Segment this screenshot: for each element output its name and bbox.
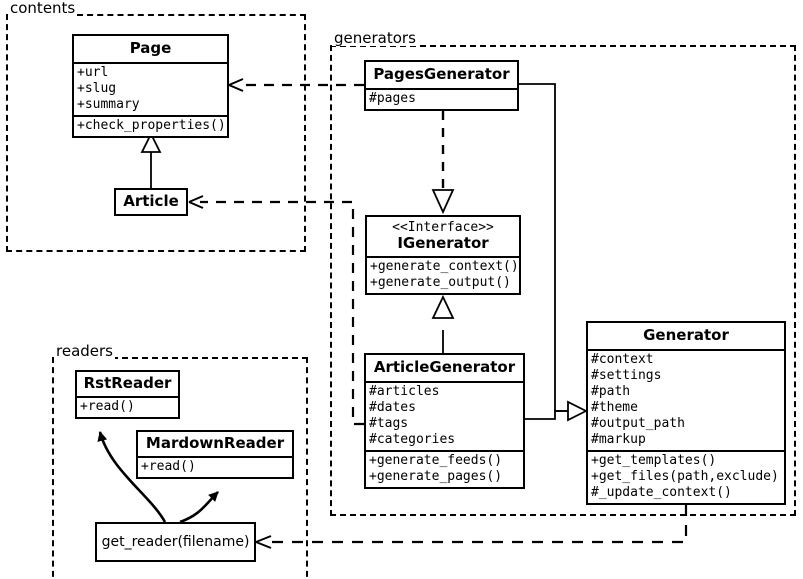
method: +generate_context() xyxy=(370,259,519,274)
attribute: +slug xyxy=(77,81,117,96)
class-attributes-article-generator: #articles #dates #tags #categories xyxy=(366,381,523,450)
class-box-markdown-reader[interactable]: MardownReader +read() xyxy=(136,430,294,479)
class-title-page: Page xyxy=(129,39,172,57)
class-methods-rst-reader: +read() xyxy=(77,396,178,417)
package-label-contents: contents xyxy=(8,0,78,17)
class-box-generator[interactable]: Generator #context #settings #path #them… xyxy=(586,321,786,505)
attribute: #markup xyxy=(591,432,646,447)
attribute: #pages xyxy=(369,91,416,106)
method: +check_properties() xyxy=(77,118,226,133)
attribute: +summary xyxy=(77,97,140,112)
class-title-pages-generator: PagesGenerator xyxy=(373,65,510,83)
method: #_update_context() xyxy=(591,485,732,500)
method: +get_templates() xyxy=(591,453,717,468)
class-box-rst-reader[interactable]: RstReader +read() xyxy=(75,370,180,419)
attribute: #dates xyxy=(369,400,416,415)
package-label-readers: readers xyxy=(54,342,115,360)
class-attributes-generator: #context #settings #path #theme #output_… xyxy=(588,349,784,450)
package-contents xyxy=(6,14,306,252)
class-title-igenerator: <<Interface>> IGenerator xyxy=(367,217,519,256)
class-title-markdown-reader: MardownReader xyxy=(145,434,285,452)
class-title-rst-reader: RstReader xyxy=(83,374,172,392)
attribute: #settings xyxy=(591,368,662,383)
attribute: #context xyxy=(591,352,654,367)
method: +read() xyxy=(80,399,135,414)
class-methods-page: +check_properties() xyxy=(74,115,227,136)
class-attributes-page: +url +slug +summary xyxy=(74,62,227,115)
class-box-article[interactable]: Article xyxy=(114,188,188,216)
package-readers xyxy=(52,357,308,579)
method: +generate_pages() xyxy=(369,469,503,484)
attribute: #articles xyxy=(369,384,440,399)
class-title-article: Article xyxy=(123,192,179,210)
attribute: #path xyxy=(591,384,631,399)
class-methods-igenerator: +generate_context() +generate_output() xyxy=(367,256,519,293)
class-box-pages-generator[interactable]: PagesGenerator #pages xyxy=(364,60,519,111)
class-title-generator: Generator xyxy=(643,326,729,344)
class-attributes-pages-generator: #pages xyxy=(366,88,517,109)
class-box-igenerator[interactable]: <<Interface>> IGenerator +generate_conte… xyxy=(365,215,521,295)
method: +generate_feeds() xyxy=(369,453,503,468)
function-label-get-reader: get_reader(filename) xyxy=(101,534,250,550)
class-box-article-generator[interactable]: ArticleGenerator #articles #dates #tags … xyxy=(364,353,525,489)
attribute: #output_path xyxy=(591,416,685,431)
class-methods-generator: +get_templates() +get_files(path,exclude… xyxy=(588,450,784,503)
method: +get_files(path,exclude) xyxy=(591,469,779,484)
attribute: #theme xyxy=(591,400,638,415)
class-stereotype-igenerator: <<Interface>> xyxy=(392,220,494,235)
function-box-get-reader[interactable]: get_reader(filename) xyxy=(95,522,256,562)
class-box-page[interactable]: Page +url +slug +summary +check_properti… xyxy=(72,34,229,138)
method: +generate_output() xyxy=(370,275,511,290)
method: +read() xyxy=(141,459,196,474)
package-label-generators: generators xyxy=(332,29,418,47)
attribute: #tags xyxy=(369,416,409,431)
class-methods-markdown-reader: +read() xyxy=(138,456,292,477)
class-name-igenerator: IGenerator xyxy=(397,234,489,252)
class-methods-article-generator: +generate_feeds() +generate_pages() xyxy=(366,450,523,487)
attribute: +url xyxy=(77,65,109,80)
attribute: #categories xyxy=(369,432,456,447)
class-title-article-generator: ArticleGenerator xyxy=(373,358,516,376)
